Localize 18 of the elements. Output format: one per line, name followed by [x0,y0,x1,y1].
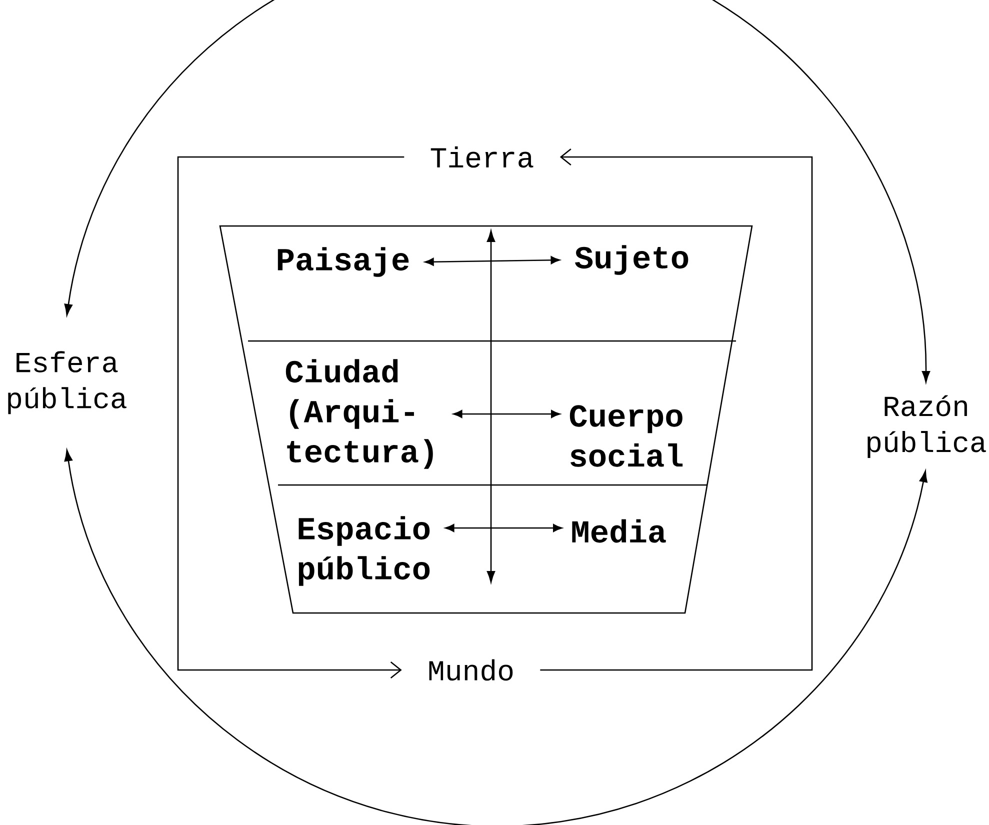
concept-label: Cuerpo social [570,405,683,467]
concept-label: Media [572,519,666,543]
side-label: Razón pública [868,395,986,458]
trapezoid-frame [219,225,753,614]
arrow [540,148,813,671]
concept-label: Ciudad (Arqui- tectura) [286,359,433,469]
arrow [424,256,560,266]
side-label: Esfera pública [8,351,126,414]
arrow [64,0,930,383]
arrow [177,156,404,678]
concept-label: Espacio público [298,516,430,586]
frame-label: Mundo [429,659,513,681]
concept-label: Paisaje [278,247,409,277]
arrow [64,450,928,825]
arrow [445,524,562,532]
arrow [453,410,560,418]
concept-label: Sujeto [575,245,688,275]
frame-label: Tierra [430,146,534,168]
